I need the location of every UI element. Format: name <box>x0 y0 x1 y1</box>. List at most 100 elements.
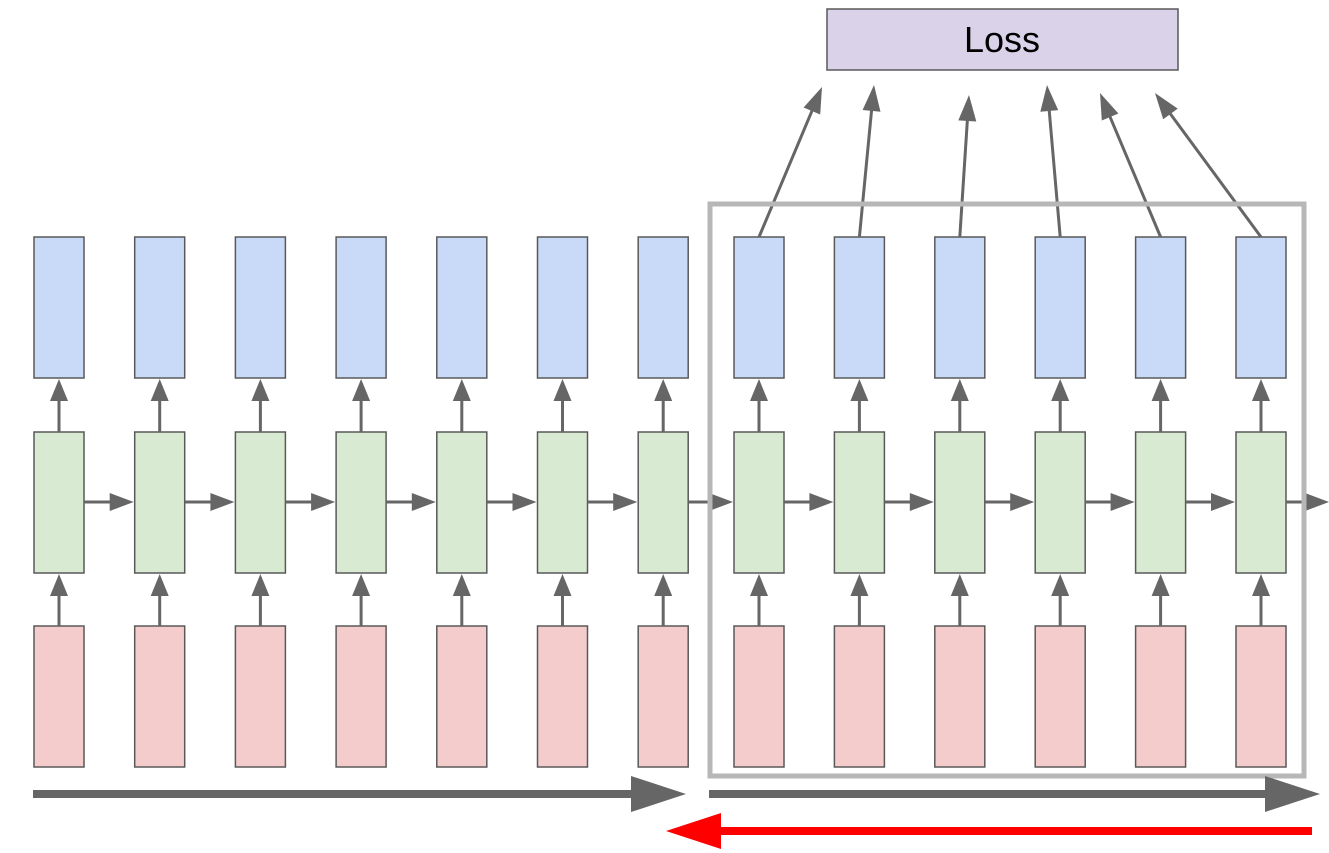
input-cell-13 <box>1235 625 1287 768</box>
truncation-window <box>707 201 1307 779</box>
input-to-hidden-arrow-9-head <box>850 574 869 596</box>
output-to-loss-arrow-1 <box>757 87 822 238</box>
output-cell-5 <box>436 236 488 379</box>
hidden-to-output-arrow-11 <box>1051 379 1070 432</box>
hidden-cell-6 <box>536 431 589 574</box>
input-to-hidden-arrow-13 <box>1252 574 1270 626</box>
hidden-cell-9 <box>833 431 886 574</box>
hidden-to-output-arrow-12 <box>1151 379 1170 432</box>
hidden-to-output-arrow-10 <box>950 379 969 432</box>
recurrent-arrow-3-head <box>311 493 336 511</box>
recurrent-arrow-9-head <box>909 493 934 511</box>
input-to-hidden-arrow-3-head <box>251 574 270 596</box>
input-cell-9 <box>833 625 886 768</box>
output-cell-10 <box>934 236 986 379</box>
hidden-cell-2 <box>133 431 186 574</box>
input-to-hidden-arrow-11-head <box>1051 574 1070 596</box>
hidden-to-output-arrow-10-head <box>950 379 969 401</box>
output-cell-9 <box>833 236 886 379</box>
forward-arrow-history-head <box>631 776 686 812</box>
input-cell-5 <box>436 625 488 768</box>
output-cell-1 <box>33 236 85 379</box>
recurrent-arrow-7 <box>688 493 733 511</box>
output-to-loss-arrow-2-head <box>862 85 881 112</box>
input-cell-1 <box>33 625 85 768</box>
input-to-hidden-arrow-7 <box>654 574 673 626</box>
hidden-to-output-arrow-1 <box>50 379 68 432</box>
recurrent-arrow-10 <box>984 493 1035 511</box>
hidden-to-output-arrow-13 <box>1252 379 1270 432</box>
input-to-hidden-arrow-10-head <box>950 574 969 596</box>
recurrent-arrow-5-head <box>512 493 537 511</box>
output-to-loss-arrow-6-shaft <box>1168 112 1263 238</box>
hidden-to-output-arrow-4-head <box>352 379 371 401</box>
direction-arrows <box>33 776 1320 849</box>
output-to-loss-arrow-5-shaft <box>1108 115 1162 238</box>
input-cell-6 <box>536 625 589 768</box>
output-to-loss-arrow-4-head <box>1040 85 1059 112</box>
hidden-to-output-arrow-5 <box>452 379 471 432</box>
output-to-loss-arrow-6 <box>1155 93 1263 238</box>
output-to-loss-arrow-3 <box>958 95 977 238</box>
loss-label: Loss <box>964 19 1040 60</box>
recurrent-arrow-2 <box>184 493 235 511</box>
output-to-loss-arrow-1-head <box>803 87 822 115</box>
output-to-loss-arrow-6-head <box>1155 93 1178 120</box>
input-to-hidden-arrow-6 <box>553 574 572 626</box>
output-cell-12 <box>1134 236 1187 379</box>
recurrent-arrow-2-head <box>210 493 235 511</box>
loss-arrows <box>757 85 1263 238</box>
input-cell-4 <box>335 625 387 768</box>
hidden-to-output-arrow-1-head <box>50 379 68 401</box>
recurrent-arrow-11 <box>1085 493 1135 511</box>
input-to-hidden-arrow-1-head <box>50 574 68 596</box>
input-to-hidden-arrow-4-head <box>352 574 371 596</box>
hidden-cell-1 <box>33 431 85 574</box>
hidden-cell-7 <box>637 431 689 574</box>
input-cell-7 <box>637 625 689 768</box>
input-to-hidden-arrow-8-head <box>750 574 768 596</box>
recurrent-arrow-4 <box>386 493 436 511</box>
hidden-to-output-arrow-7 <box>654 379 673 432</box>
input-to-hidden-arrow-9 <box>850 574 869 626</box>
output-to-loss-arrow-3-shaft <box>958 119 969 238</box>
output-cell-7 <box>637 236 689 379</box>
recurrent-arrow-13-head <box>1305 493 1329 511</box>
output-to-loss-arrow-4 <box>1040 85 1062 238</box>
recurrent-arrow-3 <box>285 493 336 511</box>
recurrent-arrow-8-head <box>809 493 834 511</box>
recurrent-arrow-5 <box>486 493 537 511</box>
forward-arrow-window-head <box>1265 776 1320 812</box>
recurrent-arrow-13 <box>1286 493 1329 511</box>
recurrent-arrow-6-head <box>613 493 638 511</box>
output-to-loss-arrow-3-head <box>958 95 977 122</box>
hidden-to-output-arrow-3 <box>251 379 270 432</box>
hidden-cell-4 <box>335 431 387 574</box>
recurrent-arrow-12-head <box>1211 493 1235 511</box>
input-cell-10 <box>934 625 986 768</box>
input-cell-11 <box>1034 625 1086 768</box>
input-cell-3 <box>234 625 287 768</box>
hidden-to-output-arrow-12-head <box>1151 379 1170 401</box>
input-to-hidden-arrow-8 <box>750 574 768 626</box>
input-to-hidden-arrow-12 <box>1151 574 1170 626</box>
recurrent-arrow-4-head <box>411 493 436 511</box>
input-to-hidden-arrow-4 <box>352 574 371 626</box>
recurrent-arrow-1 <box>84 493 134 511</box>
input-to-hidden-arrow-11 <box>1051 574 1070 626</box>
output-to-loss-arrow-1-shaft <box>757 109 814 238</box>
backward-arrow-gradient <box>666 813 1312 849</box>
output-cell-11 <box>1034 236 1086 379</box>
recurrent-arrow-1-head <box>109 493 134 511</box>
input-to-hidden-arrow-2-head <box>150 574 169 596</box>
input-to-hidden-arrow-12-head <box>1151 574 1170 596</box>
hidden-cell-12 <box>1134 431 1187 574</box>
hidden-to-output-arrow-13-head <box>1252 379 1270 401</box>
hidden-to-output-arrow-2 <box>150 379 169 432</box>
forward-arrow-window <box>709 776 1320 812</box>
input-to-hidden-arrow-3 <box>251 574 270 626</box>
hidden-to-output-arrow-2-head <box>150 379 169 401</box>
recurrent-arrow-11-head <box>1110 493 1135 511</box>
hidden-cell-5 <box>436 431 488 574</box>
